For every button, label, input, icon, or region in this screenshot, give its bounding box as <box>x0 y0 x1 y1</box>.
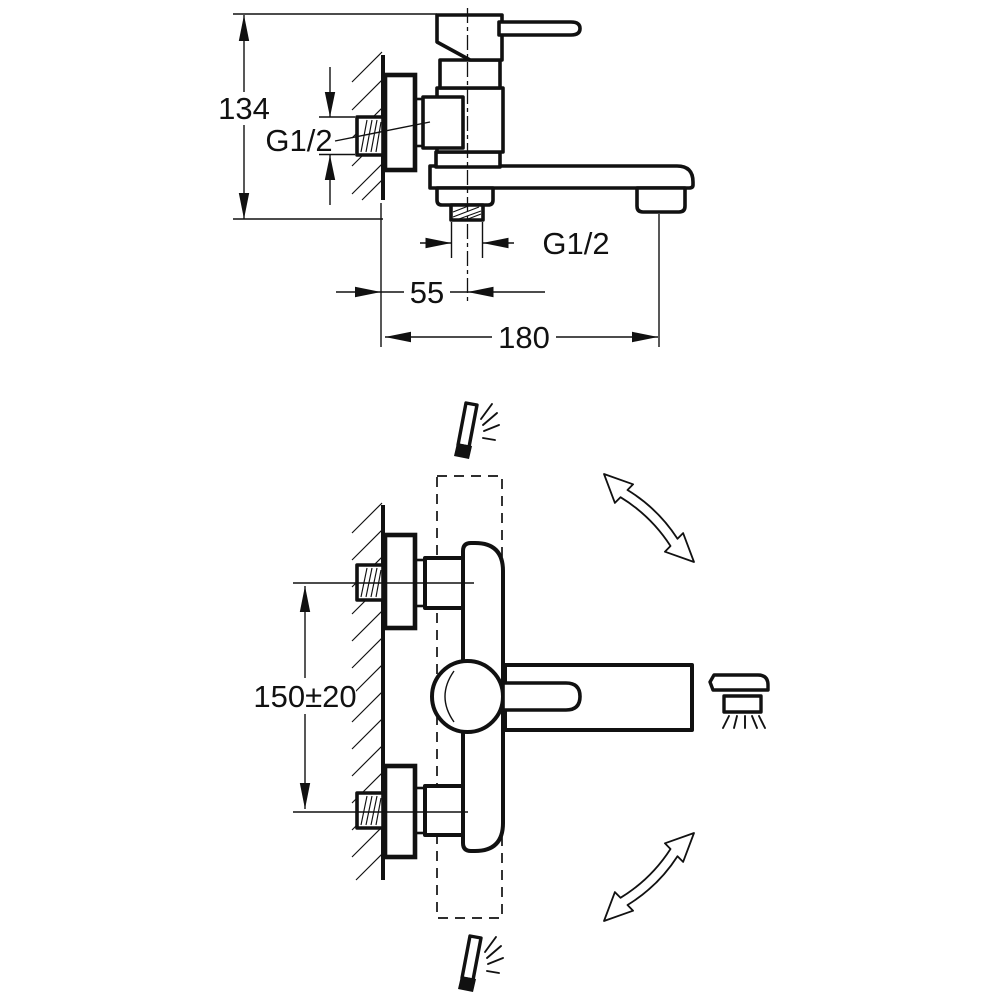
front-view: 150±20 <box>253 401 770 992</box>
swivel-arrow-bottom-icon <box>603 832 695 922</box>
dim-label-offset: 55 <box>410 275 444 310</box>
wall-escutcheon-top <box>382 532 418 631</box>
dim-label-height: 134 <box>218 91 270 126</box>
wall-escutcheon <box>382 72 418 173</box>
motion-rays-bottom <box>484 936 504 974</box>
motion-rays-top <box>480 403 500 441</box>
side-view: 134 G1/2 55 180 G1/2 <box>218 8 695 355</box>
lever-handle-motion-icon-bottom <box>458 934 504 992</box>
wall-thread-label: G1/2 <box>265 123 332 158</box>
nipple-hatching <box>360 119 382 153</box>
outlet-thread-label: G1/2 <box>542 226 609 261</box>
dimensions-side <box>233 8 660 347</box>
knob-inner-contour <box>444 670 455 723</box>
hand-shower-icon <box>708 673 770 729</box>
outlet-nut <box>435 186 495 207</box>
g12-leader-line <box>334 121 431 142</box>
inlet-block-bottom <box>423 784 465 837</box>
dim-label-centers: 150±20 <box>253 679 356 714</box>
handle-cap <box>435 13 504 62</box>
handle-lever-front <box>501 681 582 712</box>
lever-handle-motion-icon-top <box>454 401 500 459</box>
handle-lever <box>497 20 582 37</box>
handle-knob <box>430 659 505 734</box>
spout-outlet <box>635 186 687 214</box>
swivel-arrow-top-icon <box>603 473 695 563</box>
spout-side <box>428 164 695 190</box>
dim-label-reach: 180 <box>498 320 550 355</box>
body-ring <box>438 58 502 90</box>
spray-lines <box>722 715 766 729</box>
dimensions-front: 150±20 <box>253 582 474 813</box>
outlet-thread-hatching <box>452 204 482 220</box>
